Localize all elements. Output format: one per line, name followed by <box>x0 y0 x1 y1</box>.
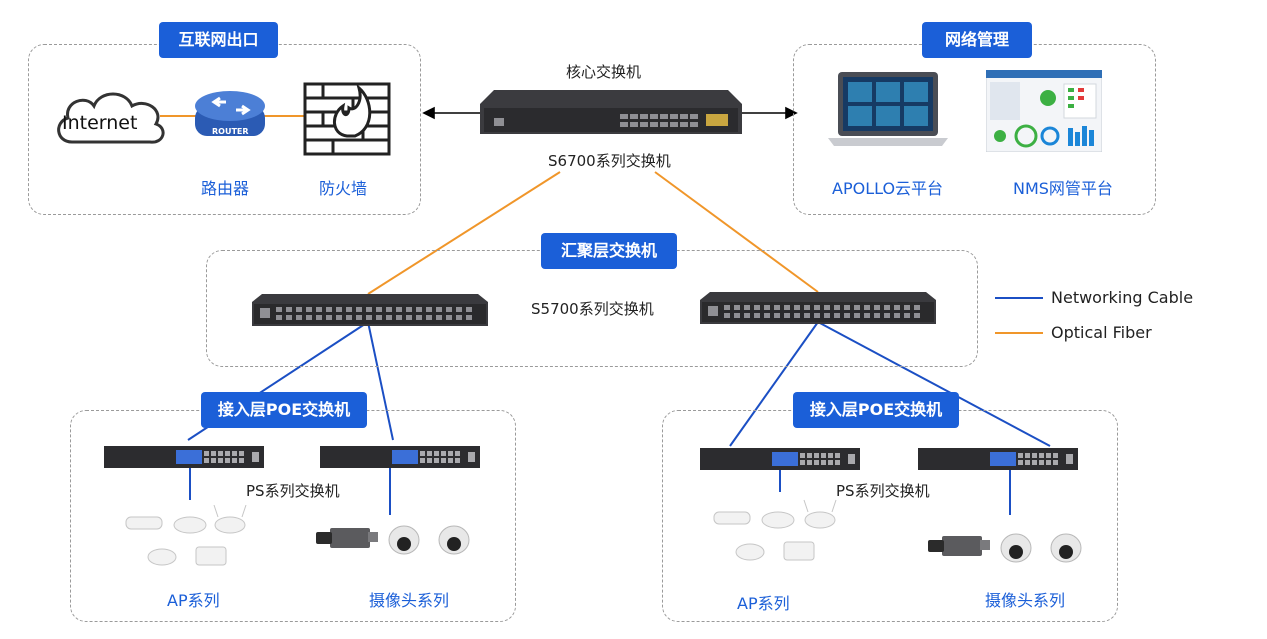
core-switch-device <box>480 90 742 134</box>
router-text: ROUTER <box>212 127 249 136</box>
aggregation-switch-left <box>252 294 488 326</box>
cable-agg-left-psl2 <box>367 321 394 441</box>
firewall-label: 防火墙 <box>319 179 368 198</box>
cameras-right <box>928 533 1082 563</box>
access-left-title: 接入层POE交换机 <box>201 392 367 428</box>
ap-devices-left <box>125 505 247 566</box>
legend-networking-cable-icon <box>995 297 1043 299</box>
network-mgmt-title: 网络管理 <box>922 22 1032 58</box>
legend-networking-cable-label: Networking Cable <box>1051 288 1194 307</box>
legend-optical-fiber-icon <box>995 332 1043 334</box>
poe-switch-left-2 <box>320 446 480 468</box>
laptop-icon <box>828 72 948 146</box>
core-switch-model: S6700系列交换机 <box>548 152 671 170</box>
nms-screen-icon <box>986 70 1102 152</box>
poe-switch-right-2 <box>918 448 1078 470</box>
ap-label-left: AP系列 <box>167 591 220 610</box>
access-right-title: 接入层POE交换机 <box>793 392 959 428</box>
fiber-core-agg-left <box>367 171 561 295</box>
aggregation-model: S5700系列交换机 <box>531 300 654 318</box>
access-left-model: PS系列交换机 <box>246 482 340 500</box>
router-label: 路由器 <box>201 179 250 198</box>
aggregation-title: 汇聚层交换机 <box>541 233 677 269</box>
aggregation-switch-right <box>700 292 936 324</box>
cameras-left <box>316 525 470 555</box>
cable-agg-right-psr1 <box>729 321 819 447</box>
poe-switch-right-1 <box>700 448 860 470</box>
core-switch-title: 核心交换机 <box>566 63 642 81</box>
fiber-core-agg-right <box>654 171 819 293</box>
internet-label: Internet <box>62 112 138 134</box>
firewall-icon <box>303 82 391 156</box>
camera-label-right: 摄像头系列 <box>985 591 1066 610</box>
legend-optical-fiber-label: Optical Fiber <box>1051 323 1152 342</box>
ap-label-right: AP系列 <box>737 594 790 613</box>
cloud-icon <box>57 92 165 144</box>
apollo-label: APOLLO云平台 <box>832 179 944 198</box>
ap-devices-right <box>713 499 837 561</box>
poe-switch-left-1 <box>104 446 264 468</box>
router-icon <box>195 91 265 136</box>
camera-label-left: 摄像头系列 <box>369 591 450 610</box>
cable-agg-right-psr2 <box>817 321 1051 447</box>
internet-exit-title: 互联网出口 <box>159 22 278 58</box>
access-right-model: PS系列交换机 <box>836 482 930 500</box>
nms-label: NMS网管平台 <box>1013 179 1113 198</box>
